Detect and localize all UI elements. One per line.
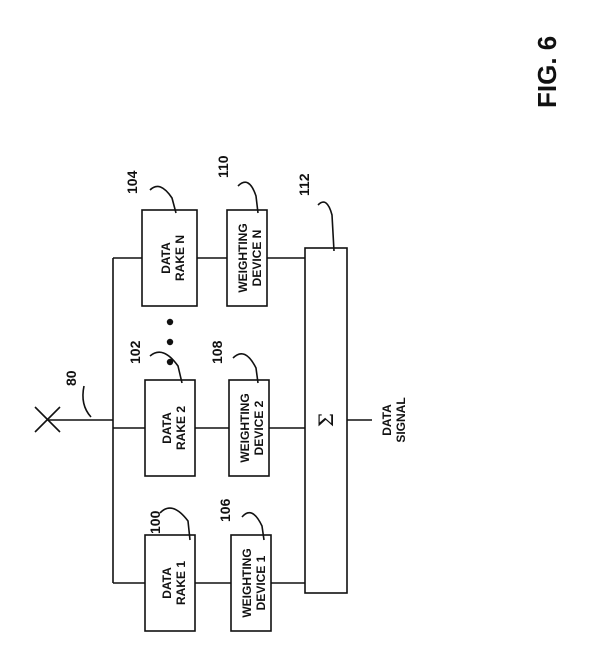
data-rake-1-label: DATARAKE 1 <box>160 561 188 605</box>
ref-100: 100 <box>147 510 163 534</box>
leader-112 <box>317 201 335 252</box>
ref-106: 106 <box>217 498 233 522</box>
data-rake-n-label: DATARAKE N <box>159 235 187 281</box>
data-rake-n-box <box>141 209 198 307</box>
leader-102 <box>149 351 183 384</box>
ellipsis-dots <box>166 318 174 366</box>
ref-104: 104 <box>124 170 140 194</box>
ref-112: 112 <box>296 173 312 196</box>
summation-symbol: Σ <box>314 413 338 427</box>
weighting-device-2-label: WEIGHTINGDEVICE 2 <box>238 393 266 462</box>
leader-100 <box>159 507 191 541</box>
leader-80 <box>82 385 92 418</box>
leader-110 <box>237 181 259 214</box>
data-rake-2-label: DATARAKE 2 <box>160 406 188 450</box>
ref-110: 110 <box>215 155 231 178</box>
figure-label: FIG. 6 <box>532 36 562 108</box>
weighting-device-n-box <box>226 209 268 307</box>
antenna-symbol <box>34 406 113 433</box>
summation-combiner-box <box>304 247 348 594</box>
leader-104 <box>149 185 177 214</box>
ref-80: 80 <box>63 370 79 386</box>
data-rake-1-box <box>144 534 196 632</box>
weighting-device-2-box <box>228 379 270 477</box>
leader-106 <box>241 511 265 541</box>
ref-108: 108 <box>209 340 225 364</box>
ref-102: 102 <box>127 340 143 364</box>
weighting-device-n-label: WEIGHTINGDEVICE N <box>236 223 264 292</box>
weighting-device-1-label: WEIGHTINGDEVICE 1 <box>240 548 268 617</box>
leader-108 <box>232 352 259 384</box>
output-data-signal-label: DATASIGNAL <box>380 397 408 442</box>
